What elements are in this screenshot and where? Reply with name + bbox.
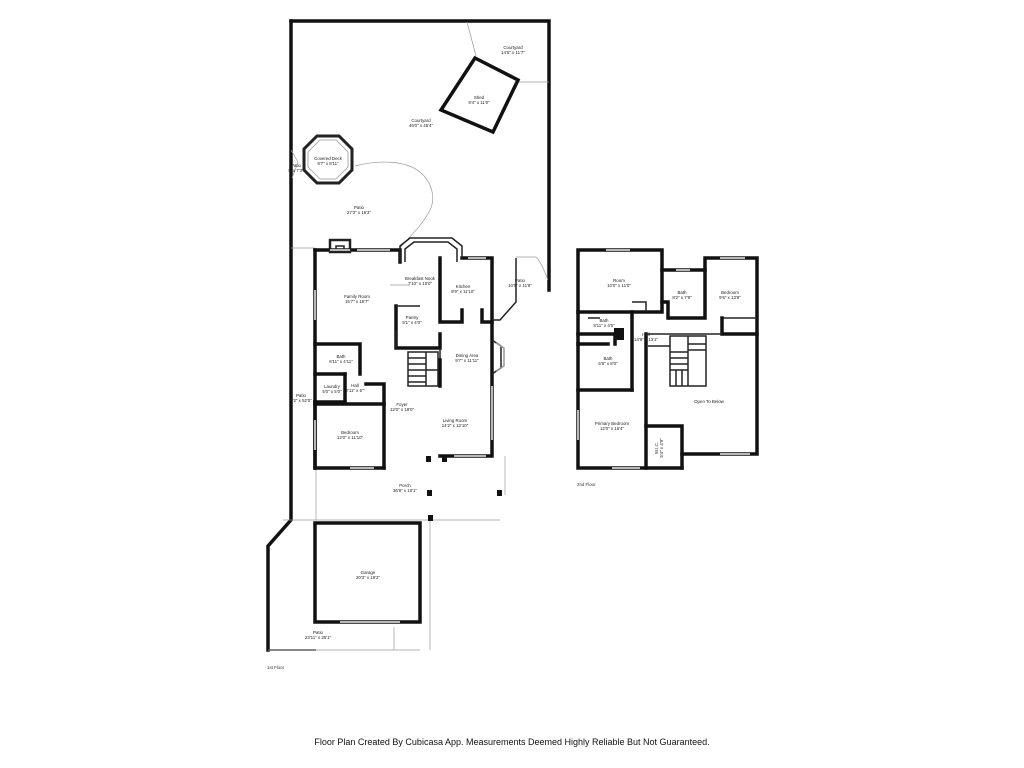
disclaimer-footer: Floor Plan Created By Cubicasa App. Meas… [314,737,710,747]
label-open-to-below: Open To Below [694,399,725,404]
stairs-first-floor [407,351,439,387]
stairs-second-floor [669,335,707,387]
label-second-floor: 2nd Floor [577,482,596,487]
first-floor-plan [266,19,551,652]
label-wic: W.I.C.5'4" x 4'9" [654,438,664,458]
second-floor-plan [576,248,759,470]
label-first-floor: 1st Floor [267,665,285,670]
